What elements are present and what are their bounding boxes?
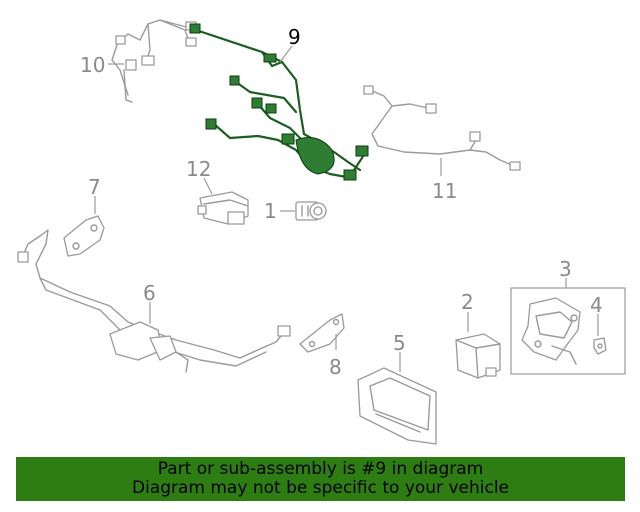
part-6-bracket[interactable] — [17, 229, 291, 373]
callout-8[interactable]: 8 — [329, 355, 342, 379]
callout-4[interactable]: 4 — [590, 293, 603, 317]
inset-box-3 — [510, 287, 626, 375]
callout-7[interactable]: 7 — [88, 175, 101, 199]
part-10-harness[interactable] — [111, 19, 197, 103]
part-5-cover[interactable] — [357, 367, 437, 445]
callout-11[interactable]: 11 — [432, 179, 457, 203]
callout-10[interactable]: 10 — [80, 53, 105, 77]
part-7-bracket[interactable] — [63, 215, 105, 257]
part-9-harness[interactable] — [189, 23, 369, 181]
part-4-clip[interactable] — [593, 337, 607, 355]
callout-1[interactable]: 1 — [264, 199, 277, 223]
banner-line-1: Part or sub-assembly is #9 in diagram — [157, 459, 484, 479]
banner-line-2: Diagram may not be specific to your vehi… — [131, 478, 509, 498]
part-8-bracket[interactable] — [299, 313, 345, 353]
callout-6[interactable]: 6 — [143, 281, 156, 305]
part-1-sensor[interactable] — [295, 201, 327, 221]
part-12-sensor[interactable] — [197, 191, 249, 225]
leader-12 — [203, 177, 213, 195]
part-2-module[interactable] — [455, 333, 501, 379]
callout-5[interactable]: 5 — [393, 331, 406, 355]
callout-2[interactable]: 2 — [461, 290, 474, 314]
part-3-bracket[interactable] — [521, 297, 581, 365]
parts-diagram: 10 9 11 12 — [17, 19, 626, 445]
callout-9[interactable]: 9 — [288, 25, 301, 49]
info-banner: Part or sub-assembly is #9 in diagram Di… — [16, 457, 625, 501]
callout-12[interactable]: 12 — [186, 157, 211, 181]
leader-9 — [279, 45, 293, 63]
part-11-harness[interactable] — [363, 85, 521, 171]
callout-3[interactable]: 3 — [559, 257, 572, 281]
